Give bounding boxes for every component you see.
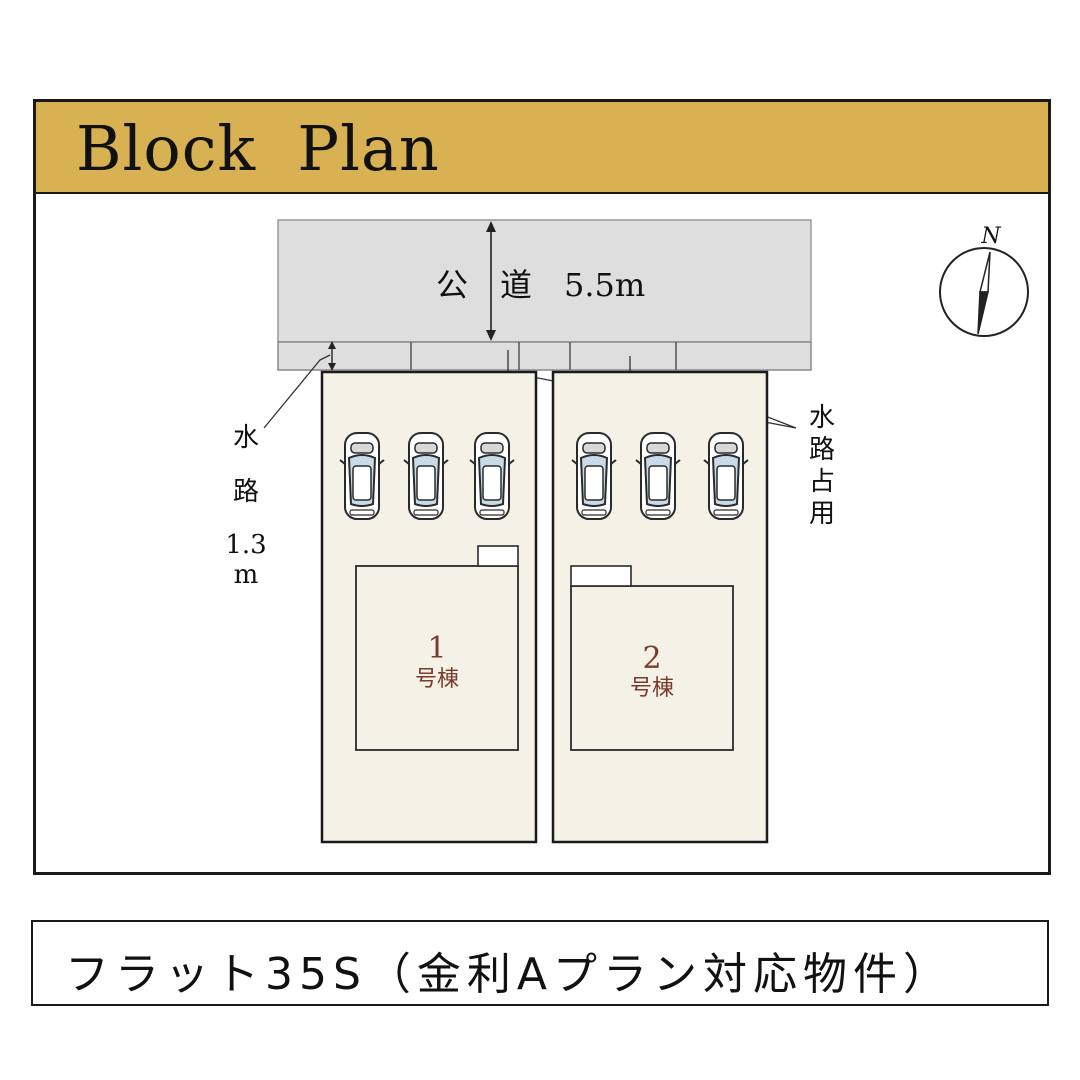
car-icon xyxy=(469,432,515,520)
waterway-width-arrow xyxy=(328,341,336,371)
lot-2-number: 2 xyxy=(642,641,661,676)
waterway-left-char-1: 水 xyxy=(233,423,259,453)
waterway-left-char-2: 路 xyxy=(233,477,259,507)
car-icon xyxy=(339,432,385,520)
lot-2-annex xyxy=(570,565,632,587)
public-road xyxy=(277,219,812,343)
waterway-right-label: 水 路 占 用 xyxy=(809,403,835,529)
compass-north-label: N xyxy=(980,224,1001,249)
lot-1-building xyxy=(355,565,519,751)
waterway-strip xyxy=(277,341,812,371)
north-compass-icon: N xyxy=(939,224,1029,337)
car-icon xyxy=(703,432,749,520)
waterway-right-char-3: 占 xyxy=(809,467,835,497)
waterway-right-char-1: 水 xyxy=(809,403,835,433)
lot-2-label: 号棟 xyxy=(630,676,674,701)
title-band: Block Plan xyxy=(36,102,1048,194)
waterway-left-char-4: m xyxy=(234,560,259,590)
lot-2-building xyxy=(570,585,734,751)
car-icon xyxy=(635,432,681,520)
waterway-left-char-3: 1.3 xyxy=(225,530,266,560)
road-width-arrow xyxy=(486,221,496,341)
lot-1-annex xyxy=(477,545,519,567)
road-label: 公 道 5.5m xyxy=(436,266,645,304)
waterway-joints xyxy=(410,342,677,370)
lot-1-label: 号棟 xyxy=(415,667,459,692)
car-icon xyxy=(403,432,449,520)
financing-note: フラット35S（金利Aプラン対応物件） xyxy=(65,949,954,1000)
waterway-left-label: 水 路 1.3 m xyxy=(225,423,266,590)
financing-note-box: フラット35S（金利Aプラン対応物件） xyxy=(31,920,1049,1006)
page-title: Block Plan xyxy=(76,112,440,185)
waterway-right-char-4: 用 xyxy=(809,499,835,529)
car-icon xyxy=(571,432,617,520)
waterway-right-char-2: 路 xyxy=(809,435,835,465)
lot-1-number: 1 xyxy=(427,631,446,666)
